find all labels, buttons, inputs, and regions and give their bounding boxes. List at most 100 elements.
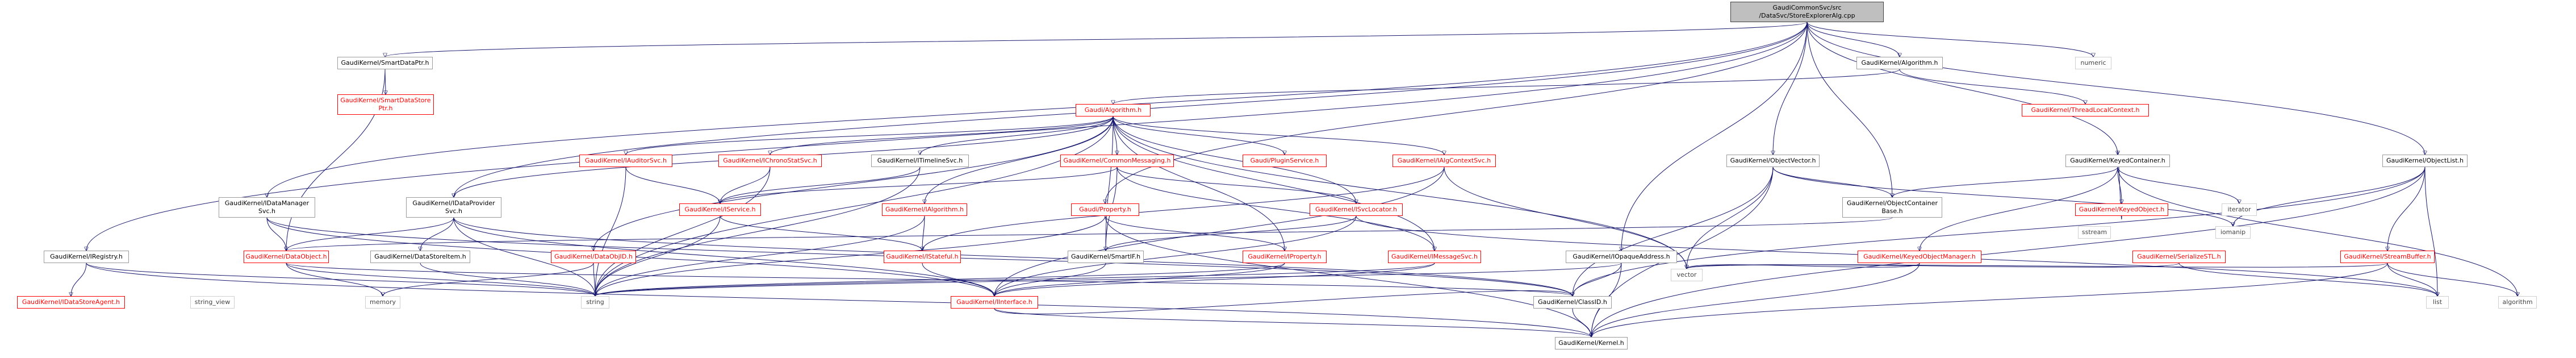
edge-ialgcontextsvc-to-iinterface bbox=[994, 166, 1445, 296]
edge-iregistry-to-string bbox=[86, 263, 595, 296]
node-ialgorithm[interactable]: GaudiKernel/IAlgorithm.h bbox=[882, 203, 967, 216]
node-iservice[interactable]: GaudiKernel/IService.h bbox=[679, 203, 761, 216]
node-label: GaudiKernel/SerializeSTL.h bbox=[2137, 253, 2221, 260]
edge-idataprovidersvc-to-datastoreitem bbox=[420, 217, 454, 251]
edge-keyedobjectmanager-to-vector bbox=[1687, 263, 1920, 269]
edge-classid-to-kernel bbox=[1572, 308, 1591, 337]
node-idatamanagersvc[interactable]: GaudiKernel/IDataManager Svc.h bbox=[219, 197, 315, 218]
node-vector[interactable]: vector bbox=[1671, 269, 1703, 281]
node-pluginservice[interactable]: Gaudi/PluginService.h bbox=[1243, 155, 1327, 167]
node-label: GaudiKernel/IRegistry.h bbox=[50, 253, 123, 260]
node-iauditorsvc[interactable]: GaudiKernel/IAuditorSvc.h bbox=[579, 155, 672, 167]
node-keyedobjectmanager[interactable]: GaudiKernel/KeyedObjectManager.h bbox=[1858, 251, 1981, 263]
node-iomanip[interactable]: iomanip bbox=[2215, 226, 2251, 239]
edge-objectcontainerbase-to-dataobject bbox=[286, 217, 1893, 251]
edge-root-to-keyedcontainer bbox=[1806, 22, 2118, 155]
edge-streambuffer-to-vector bbox=[1687, 263, 2388, 269]
node-objectvector[interactable]: GaudiKernel/ObjectVector.h bbox=[1726, 155, 1820, 167]
node-ialgorithm-h[interactable]: GaudiKernel/Algorithm.h bbox=[1856, 57, 1943, 69]
edge-idataprovidersvc-to-iinterface bbox=[453, 217, 994, 296]
node-streambuffer[interactable]: GaudiKernel/StreamBuffer.h bbox=[2340, 251, 2435, 263]
node-serializestl[interactable]: GaudiKernel/SerializeSTL.h bbox=[2132, 251, 2226, 263]
node-root[interactable]: GaudiCommonSvc/src /DataSvc/StoreExplore… bbox=[1730, 2, 1884, 22]
node-istateful[interactable]: GaudiKernel/IStateful.h bbox=[884, 251, 961, 263]
node-label: numeric bbox=[2080, 59, 2106, 66]
node-galgorithm[interactable]: Gaudi/Algorithm.h bbox=[1076, 104, 1151, 116]
node-isvclocator[interactable]: GaudiKernel/ISvcLocator.h bbox=[1310, 203, 1403, 216]
node-memory[interactable]: memory bbox=[365, 296, 400, 309]
node-dataobject[interactable]: GaudiKernel/DataObject.h bbox=[244, 251, 329, 263]
edge-keyedcontainer-to-iterator bbox=[2117, 166, 2239, 203]
node-label-line1: GaudiKernel/SmartDataStore bbox=[340, 97, 431, 104]
node-smartdatastoreptr[interactable]: GaudiKernel/SmartDataStore Ptr.h bbox=[337, 94, 434, 115]
edge-isvclocator-to-ismartif bbox=[1106, 215, 1357, 251]
node-itimelinesvc[interactable]: GaudiKernel/ITimelineSvc.h bbox=[871, 155, 969, 167]
node-label: GaudiKernel/IDataStoreAgent.h bbox=[22, 298, 120, 306]
node-classid[interactable]: GaudiKernel/ClassID.h bbox=[1533, 296, 1612, 309]
node-keyedobject[interactable]: GaudiKernel/KeyedObject.h bbox=[2075, 203, 2168, 216]
node-idatastoreagent[interactable]: GaudiKernel/IDataStoreAgent.h bbox=[17, 296, 125, 309]
node-ialgcontextsvc[interactable]: GaudiKernel/IAlgContextSvc.h bbox=[1392, 155, 1496, 167]
node-algorithm[interactable]: algorithm bbox=[2498, 296, 2537, 309]
node-objectlist[interactable]: GaudiKernel/ObjectList.h bbox=[2382, 155, 2468, 167]
edge-galgorithm-to-iauditorsvc bbox=[626, 116, 1114, 155]
edge-galgorithm-to-ialgcontextsvc bbox=[1113, 116, 1444, 155]
node-label: GaudiKernel/IAlgorithm.h bbox=[885, 206, 964, 213]
node-idataprovidersvc[interactable]: GaudiKernel/IDataProvider Svc.h bbox=[406, 197, 501, 218]
node-label: Gaudi/Property.h bbox=[1079, 206, 1131, 213]
node-label: GaudiKernel/ITimelineSvc.h bbox=[877, 157, 963, 164]
node-label-line2: Svc.h bbox=[445, 207, 462, 215]
node-commonmessaging[interactable]: GaudiKernel/CommonMessaging.h bbox=[1060, 155, 1174, 167]
edge-ialgcontextsvc-to-vector bbox=[1444, 166, 1687, 269]
node-threadlocalcontext[interactable]: GaudiKernel/ThreadLocalContext.h bbox=[2022, 104, 2149, 116]
edge-iinterface-to-classid bbox=[994, 290, 1573, 314]
node-label: GaudiKernel/IAuditorSvc.h bbox=[585, 157, 667, 164]
node-smartdataptr[interactable]: GaudiKernel/SmartDataPtr.h bbox=[337, 57, 433, 69]
node-ichronostatsvc[interactable]: GaudiKernel/IChronoStatSvc.h bbox=[718, 155, 822, 167]
node-label-line1: GaudiKernel/IDataManager bbox=[224, 199, 310, 207]
node-iinterface[interactable]: GaudiKernel/IInterface.h bbox=[951, 296, 1038, 309]
node-label: GaudiKernel/ClassID.h bbox=[1538, 298, 1607, 306]
edge-gproperty-to-string bbox=[595, 215, 1106, 296]
node-label: list bbox=[2432, 298, 2443, 306]
node-kernel[interactable]: GaudiKernel/Kernel.h bbox=[1555, 337, 1628, 349]
node-imessagesvc[interactable]: GaudiKernel/IMessageSvc.h bbox=[1388, 251, 1481, 263]
node-label: GaudiKernel/SmartDataPtr.h bbox=[341, 59, 429, 66]
node-label-line2: Svc.h bbox=[258, 207, 275, 215]
node-objectcontainerbase[interactable]: GaudiKernel/ObjectContainer Base.h bbox=[1842, 197, 1942, 218]
node-label: iomanip bbox=[2220, 228, 2246, 236]
node-gproperty[interactable]: Gaudi/Property.h bbox=[1071, 203, 1139, 216]
edge-keyedcontainer-to-algorithm bbox=[2117, 166, 2518, 296]
edge-dataobjid-to-memory bbox=[383, 263, 594, 296]
node-datastoreitem[interactable]: GaudiKernel/DataStoreItem.h bbox=[370, 251, 470, 263]
node-list[interactable]: list bbox=[2426, 296, 2449, 309]
node-sstream[interactable]: sstream bbox=[2078, 226, 2111, 239]
node-string[interactable]: string bbox=[581, 296, 609, 309]
node-iterator[interactable]: iterator bbox=[2222, 203, 2257, 216]
edge-galgorithm-to-imessagesvc bbox=[1113, 116, 1435, 251]
node-label-line1: GaudiKernel/ObjectContainer bbox=[1846, 199, 1938, 207]
node-label: vector bbox=[1676, 271, 1697, 278]
edge-istateful-to-iinterface bbox=[922, 263, 994, 296]
edge-galgorithm-to-ismartif bbox=[1106, 116, 1114, 251]
node-dataobjid[interactable]: GaudiKernel/DataObjID.h bbox=[551, 251, 636, 263]
node-iproperty[interactable]: GaudiKernel/IProperty.h bbox=[1243, 251, 1327, 263]
edge-imessagesvc-to-iinterface bbox=[994, 263, 1435, 296]
edge-itimelinesvc-to-string bbox=[595, 166, 921, 296]
node-numeric[interactable]: numeric bbox=[2075, 57, 2111, 69]
node-string-view[interactable]: string_view bbox=[190, 296, 235, 309]
node-label-line2: /DataSvc/StoreExplorerAlg.cpp bbox=[1759, 12, 1855, 19]
node-iregistry[interactable]: GaudiKernel/IRegistry.h bbox=[44, 251, 129, 263]
node-keyedcontainer[interactable]: GaudiKernel/KeyedContainer.h bbox=[2065, 155, 2170, 167]
edge-galgorithm-to-vector bbox=[1113, 116, 1687, 269]
edge-iservice-to-istateful bbox=[720, 215, 922, 251]
edge-dataobject-to-string bbox=[286, 263, 595, 296]
edge-commonmessaging-to-isvclocator bbox=[1116, 166, 1356, 203]
edge-gproperty-to-kernel bbox=[1105, 215, 1591, 337]
edge-root-to-iregistry bbox=[86, 22, 1808, 251]
node-iopaqueaddress[interactable]: GaudiKernel/IOpaqueAddress.h bbox=[1566, 251, 1677, 263]
edge-galgorithm-to-dataobjid bbox=[593, 116, 1114, 251]
node-ismartif[interactable]: GaudiKernel/SmartIF.h bbox=[1068, 251, 1144, 263]
edge-ialgorithm-to-string bbox=[595, 215, 925, 296]
edge-galgorithm-to-isvclocator bbox=[1113, 116, 1356, 203]
